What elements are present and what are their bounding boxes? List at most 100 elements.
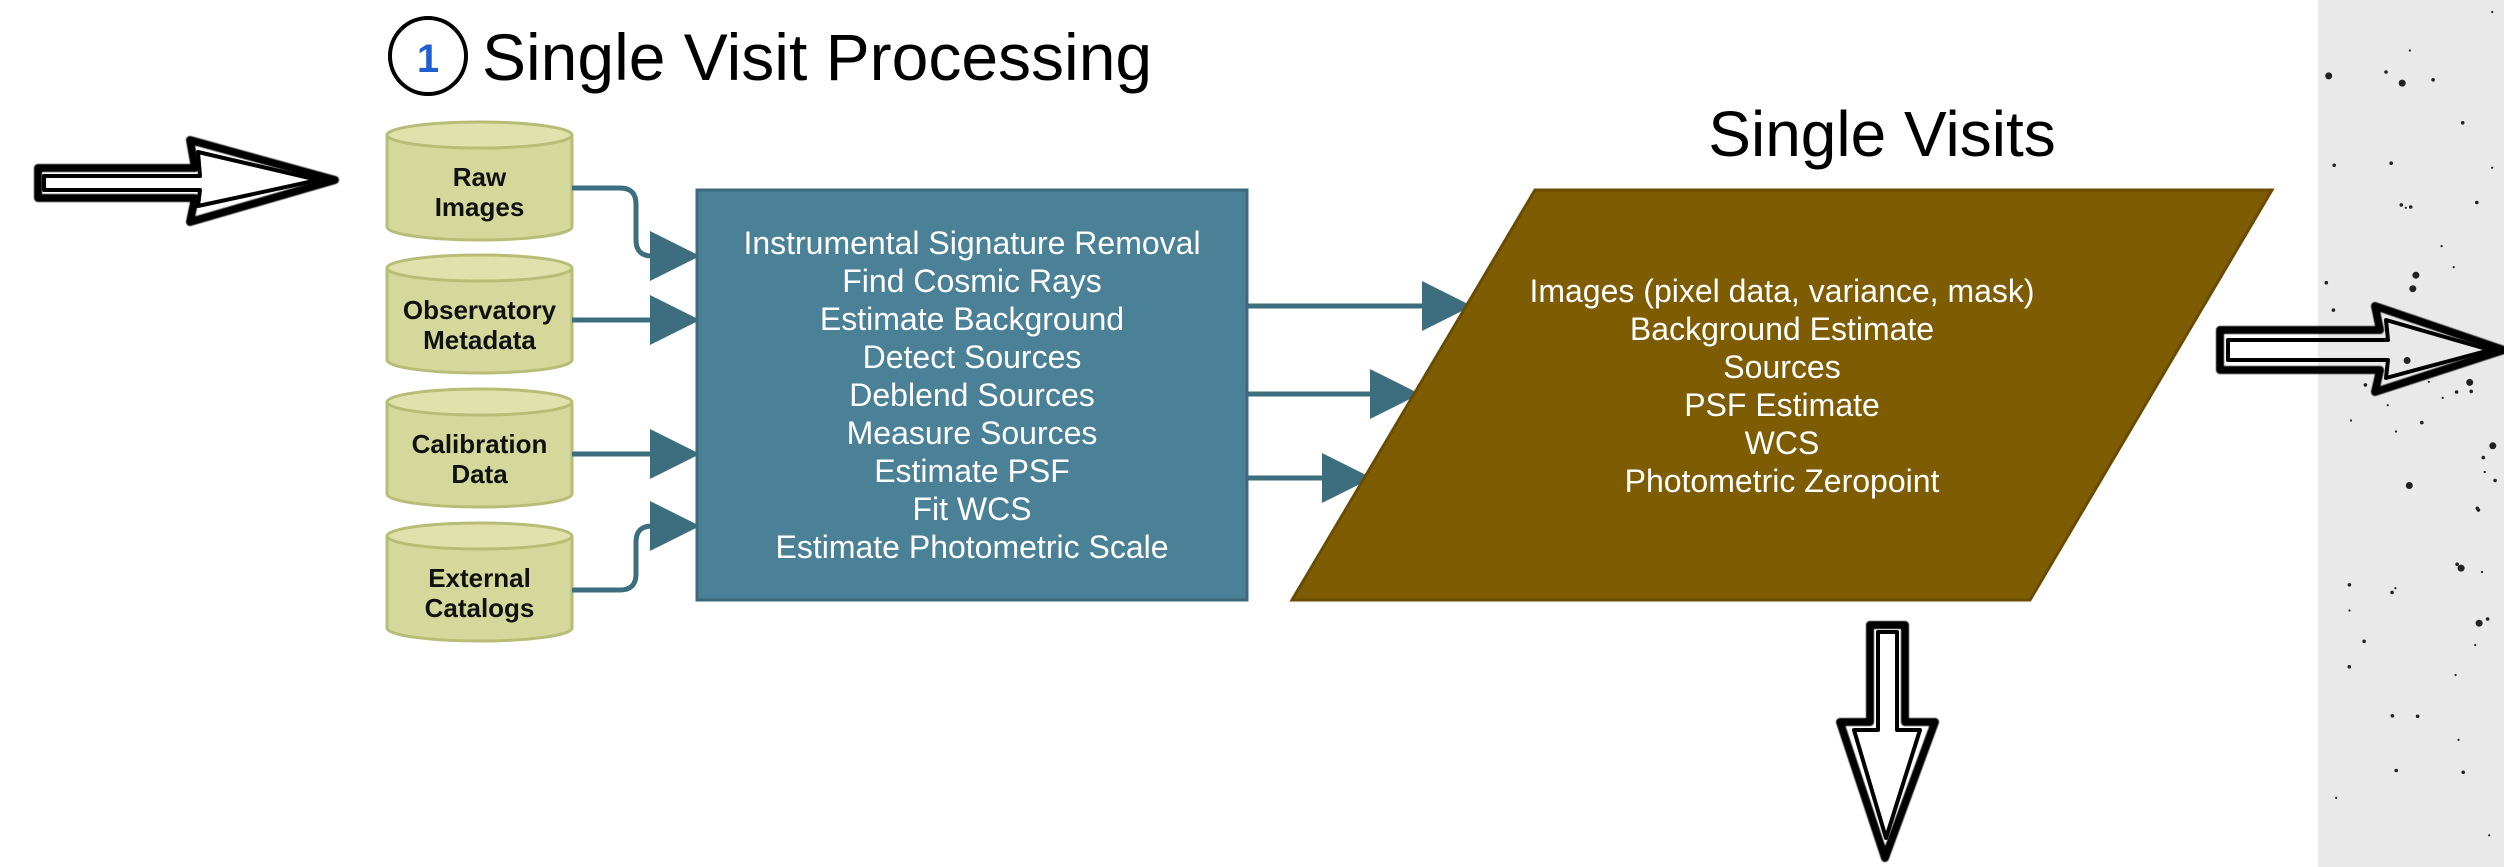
star-dot xyxy=(2460,121,2465,125)
star-dot xyxy=(2475,619,2483,627)
star-dot xyxy=(2457,564,2465,572)
star-dot xyxy=(2475,200,2479,205)
star-dot xyxy=(2399,203,2404,207)
output-item: Background Estimate xyxy=(1630,311,1934,347)
hand-drawn-down-arrow-icon xyxy=(1836,621,1939,862)
process-step: Measure Sources xyxy=(847,415,1098,451)
star-dot xyxy=(2412,271,2420,279)
star-dot xyxy=(2363,383,2368,387)
star-dot xyxy=(2415,714,2420,719)
database-label-line: Data xyxy=(451,459,508,489)
star-dot xyxy=(2394,587,2397,590)
page-title: Single Visit Processing xyxy=(482,20,1152,94)
hand-drawn-input-arrow-icon xyxy=(34,136,339,226)
star-dot xyxy=(2489,442,2497,450)
star-dot xyxy=(2335,796,2338,800)
star-dot xyxy=(2480,570,2484,574)
output-parallelogram: Images (pixel data, variance, mask)Backg… xyxy=(1289,188,2275,602)
output-item: WCS xyxy=(1745,425,1820,461)
process-step: Find Cosmic Rays xyxy=(842,263,1102,299)
star-dot xyxy=(2469,389,2473,394)
output-item: Photometric Zeropoint xyxy=(1625,463,1940,499)
star-dot xyxy=(2483,470,2486,474)
database-label-line: External xyxy=(428,563,531,593)
star-dot xyxy=(2362,639,2366,644)
database-label-line: Images xyxy=(435,192,525,222)
star-dot xyxy=(2454,673,2457,677)
output-title: Single Visits xyxy=(1708,98,2055,170)
star-dot xyxy=(2441,396,2444,399)
star-dot xyxy=(2481,455,2486,460)
star-dot xyxy=(2389,161,2393,165)
star-dot xyxy=(2331,308,2336,312)
star-dot xyxy=(2475,506,2480,511)
star-dot xyxy=(2390,714,2395,718)
star-dot xyxy=(2348,609,2351,612)
connector-external-catalogs xyxy=(572,501,700,593)
star-dot xyxy=(2325,72,2333,80)
database-label-line: Catalogs xyxy=(425,593,535,623)
star-dot xyxy=(2403,357,2411,364)
output-connectors xyxy=(1247,281,1472,503)
star-dot xyxy=(2440,245,2443,248)
star-dot xyxy=(2488,834,2491,837)
star-dot xyxy=(2405,482,2413,489)
input-databases: RawImagesObservatoryMetadataCalibrationD… xyxy=(385,120,574,643)
star-dot xyxy=(2491,10,2494,14)
star-dot xyxy=(2384,70,2388,74)
star-dot xyxy=(2386,404,2389,407)
star-dot xyxy=(2394,430,2398,433)
star-dot xyxy=(2427,380,2430,383)
input-connectors xyxy=(572,185,700,593)
star-dot xyxy=(2398,79,2406,87)
star-dot xyxy=(2324,280,2329,285)
connector-raw-images xyxy=(572,185,700,281)
process-step: Estimate PSF xyxy=(874,453,1070,489)
star-dot xyxy=(2466,378,2474,386)
star-dot xyxy=(2420,420,2424,425)
star-dot xyxy=(2409,285,2417,293)
star-dot xyxy=(2457,738,2460,742)
star-dot xyxy=(2347,665,2352,669)
star-dot xyxy=(2332,163,2336,168)
output-item: Images (pixel data, variance, mask) xyxy=(1529,273,2034,309)
star-dot xyxy=(2454,390,2459,394)
section-header: 1 Single Visit Processing xyxy=(388,16,1152,96)
star-dot xyxy=(2349,419,2353,422)
output-item: PSF Estimate xyxy=(1684,387,1880,423)
star-dot xyxy=(2452,266,2455,269)
star-dot xyxy=(2399,81,2402,84)
star-dot xyxy=(2347,583,2352,587)
star-dot xyxy=(2455,562,2459,566)
process-step: Deblend Sources xyxy=(849,377,1094,413)
star-dot xyxy=(2431,78,2435,82)
process-step: Instrumental Signature Removal xyxy=(743,225,1200,261)
star-dot xyxy=(2493,478,2497,483)
process-step: Detect Sources xyxy=(863,339,1082,375)
step-number: 1 xyxy=(417,37,439,81)
process-step: Estimate Photometric Scale xyxy=(775,529,1168,565)
star-dot xyxy=(2408,49,2411,52)
hand-drawn-right-arrow-icon xyxy=(2216,302,2504,396)
output-item: Sources xyxy=(1723,349,1840,385)
star-dot xyxy=(2474,643,2477,647)
process-step: Fit WCS xyxy=(912,491,1031,527)
database-label-line: Raw xyxy=(453,162,507,192)
star-dot xyxy=(2408,205,2413,209)
starfield-image xyxy=(2318,0,2504,867)
database-label-line: Calibration xyxy=(412,429,548,459)
step-number-circle xyxy=(388,16,468,96)
database-label-line: Metadata xyxy=(423,325,536,355)
process-step: Estimate Background xyxy=(820,301,1124,337)
star-dot xyxy=(2390,590,2394,595)
star-dot xyxy=(2461,770,2465,775)
database-label-line: Observatory xyxy=(403,295,557,325)
star-dot xyxy=(2394,768,2398,773)
star-dot xyxy=(2491,166,2494,169)
star-dot xyxy=(2485,617,2490,621)
